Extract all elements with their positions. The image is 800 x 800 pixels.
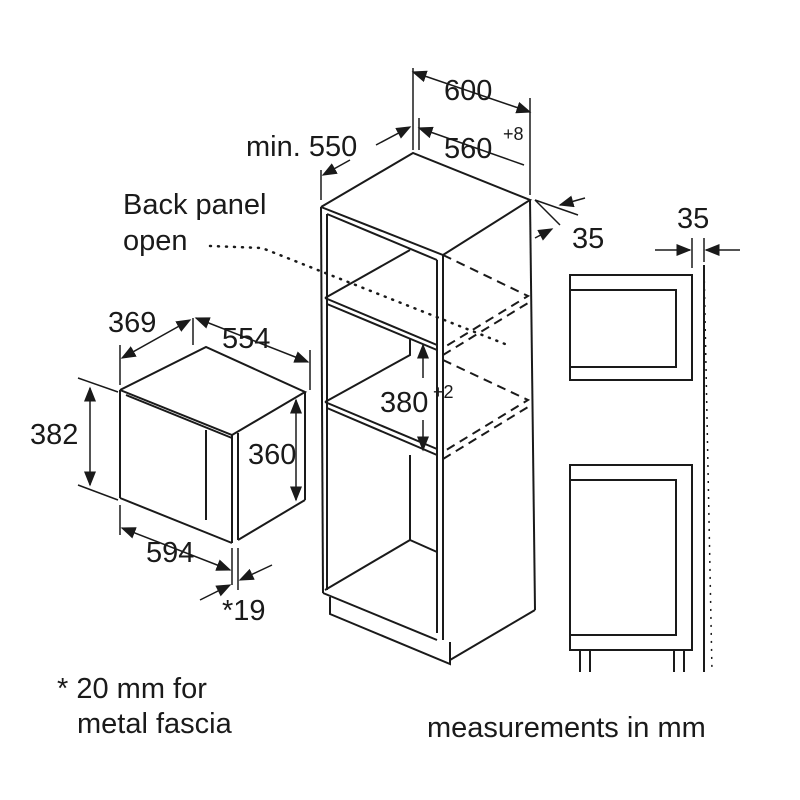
niche-width-label: 560 bbox=[444, 133, 492, 165]
side-view bbox=[569, 238, 740, 673]
niche-width-tolerance: +8 bbox=[503, 124, 524, 144]
side-view-offset-label: 35 bbox=[677, 203, 709, 235]
cabinet-min-depth-label: min. 550 bbox=[246, 131, 357, 163]
appliance-height-label: 382 bbox=[30, 419, 78, 451]
back-panel-open-label: open bbox=[123, 225, 188, 257]
back-panel-label: Back panel bbox=[123, 189, 267, 221]
cabinet-dimensions bbox=[320, 68, 586, 452]
cabinet-width-label: 600 bbox=[444, 75, 492, 107]
tall-cabinet bbox=[208, 151, 536, 666]
fascia-thickness-label: *19 bbox=[222, 595, 266, 627]
microwave-dimensions bbox=[77, 317, 311, 601]
appliance-width-label: 594 bbox=[146, 537, 194, 569]
appliance-inner-width-label: 554 bbox=[222, 323, 270, 355]
units-note: measurements in mm bbox=[427, 712, 706, 744]
appliance-depth-label: 369 bbox=[108, 307, 156, 339]
appliance-inner-height-label: 360 bbox=[248, 439, 296, 471]
niche-height-tolerance: +2 bbox=[433, 382, 454, 402]
footnote-line1: * 20 mm for bbox=[57, 673, 207, 705]
niche-height-label: 380 bbox=[380, 387, 428, 419]
side-offset-label: 35 bbox=[572, 223, 604, 255]
footnote-line2: metal fascia bbox=[77, 708, 233, 740]
